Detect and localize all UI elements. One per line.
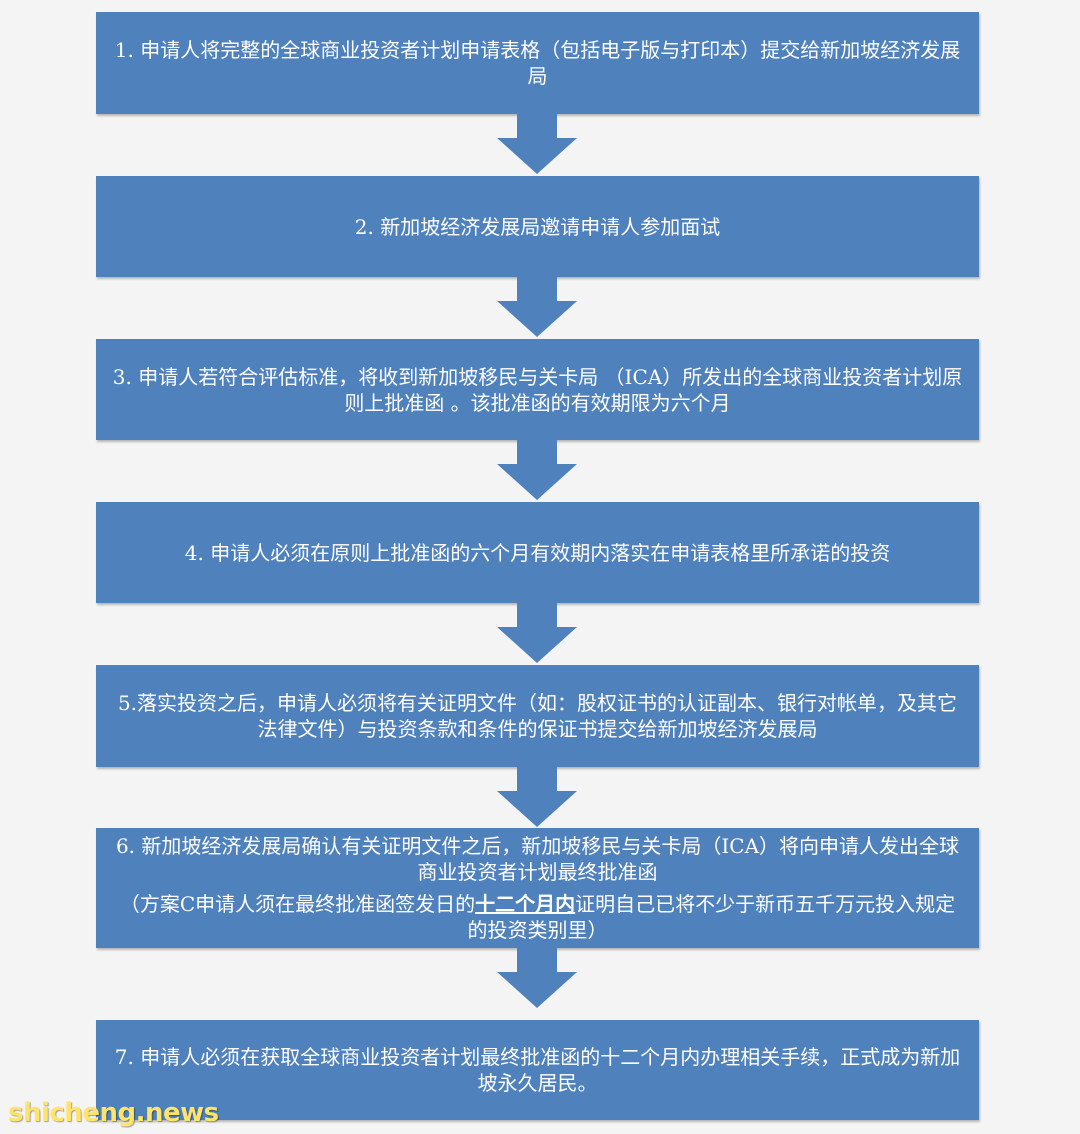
step-box-1: 1. 申请人将完整的全球商业投资者计划申请表格（包括电子版与打印本）提交给新加坡… [96,12,979,114]
step-text-7: 7. 申请人必须在获取全球商业投资者计划最终批准函的十二个月内办理相关手续，正式… [114,1045,961,1095]
arrow-down-icon [497,440,577,500]
step-box-7: 7. 申请人必须在获取全球商业投资者计划最终批准函的十二个月内办理相关手续，正式… [96,1020,979,1120]
arrow-down-icon [497,277,577,337]
step-text-2: 2. 新加坡经济发展局邀请申请人参加面试 [354,214,721,239]
step-note-6-emphasis: 十二个月内 [475,892,576,916]
step-box-5: 5.落实投资之后，申请人必须将有关证明文件（如：股权证书的认证副本、银行对帐单，… [96,665,979,767]
step-note-6: （方案C申请人须在最终批准函签发日的十二个月内证明自己已将不少于新币五千万元投入… [112,891,963,943]
step-text-1: 1. 申请人将完整的全球商业投资者计划申请表格（包括电子版与打印本）提交给新加坡… [114,38,961,88]
step-note-6-after: 证明自己已将不少于新币五千万元投入规定的投资类别里） [467,892,956,942]
step-text-4: 4. 申请人必须在原则上批准函的六个月有效期内落实在申请表格里所承诺的投资 [184,540,891,565]
watermark: shicheng.news [8,1098,219,1128]
step-text-5: 5.落实投资之后，申请人必须将有关证明文件（如：股权证书的认证副本、银行对帐单，… [117,691,958,741]
step-box-2: 2. 新加坡经济发展局邀请申请人参加面试 [96,176,979,277]
arrow-down-icon [497,767,577,827]
step-text-3: 3. 申请人若符合评估标准，将收到新加坡移民与关卡局 （ICA）所发出的全球商业… [112,364,963,415]
step-box-4: 4. 申请人必须在原则上批准函的六个月有效期内落实在申请表格里所承诺的投资 [96,502,979,603]
step-box-3: 3. 申请人若符合评估标准，将收到新加坡移民与关卡局 （ICA）所发出的全球商业… [96,339,979,440]
step-box-6: 6. 新加坡经济发展局确认有关证明文件之后，新加坡移民与关卡局（ICA）将向申请… [96,828,979,948]
arrow-down-icon [497,948,577,1008]
arrow-down-icon [497,114,577,174]
step-text-6: 6. 新加坡经济发展局确认有关证明文件之后，新加坡移民与关卡局（ICA）将向申请… [115,834,960,884]
step-note-6-before: （方案C申请人须在最终批准函签发日的 [119,892,476,916]
arrow-down-icon [497,603,577,663]
